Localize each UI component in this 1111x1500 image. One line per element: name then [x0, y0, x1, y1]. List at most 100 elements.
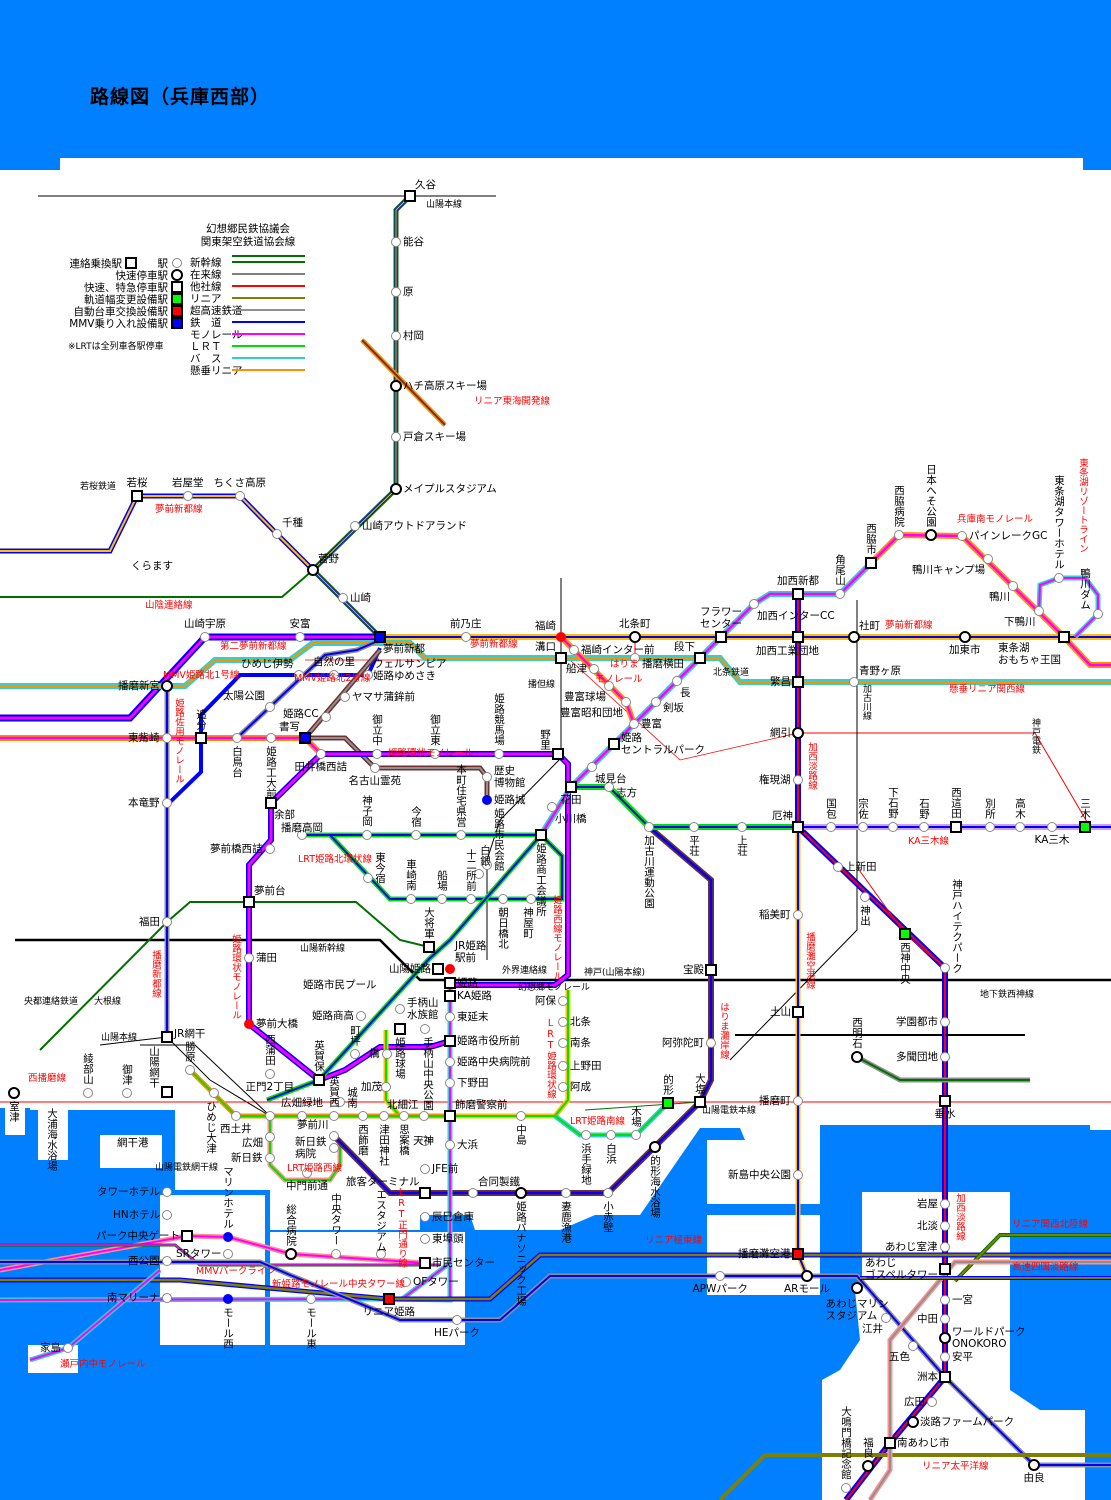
station-marker-group[interactable] — [243, 896, 255, 908]
station-marker-group[interactable] — [881, 1313, 891, 1323]
station-marker-group[interactable] — [420, 1212, 430, 1222]
station-marker-group[interactable] — [706, 1038, 716, 1048]
station-marker-group[interactable] — [162, 917, 172, 927]
station-marker-group[interactable] — [865, 557, 877, 569]
station-marker-group[interactable] — [792, 727, 804, 739]
station-marker-group[interactable] — [950, 821, 962, 833]
station-marker-group[interactable] — [394, 1023, 406, 1035]
station-marker-group[interactable] — [631, 1130, 641, 1140]
station-marker-group[interactable] — [927, 1397, 937, 1407]
station-marker-group[interactable] — [940, 1017, 950, 1027]
station-marker-group[interactable] — [792, 588, 804, 600]
station-marker-group[interactable] — [432, 963, 444, 975]
station-marker-group[interactable] — [792, 1248, 804, 1260]
station-marker-group[interactable] — [295, 632, 305, 642]
station-marker-group[interactable] — [406, 894, 416, 904]
station-marker-group[interactable] — [565, 781, 577, 793]
station-marker-group[interactable] — [589, 664, 599, 674]
station-marker-group[interactable] — [161, 680, 173, 692]
station-marker-group[interactable] — [939, 1332, 951, 1344]
station-marker-group[interactable] — [376, 1249, 386, 1259]
station-marker-group[interactable] — [329, 1111, 339, 1121]
station-marker-group[interactable] — [608, 738, 620, 750]
station-marker-group[interactable] — [162, 1187, 172, 1197]
station-marker-group[interactable] — [350, 521, 360, 531]
station-marker-group[interactable] — [285, 1248, 297, 1260]
station-marker-group[interactable] — [793, 910, 803, 920]
station-marker-group[interactable] — [329, 670, 339, 680]
station-marker-group[interactable] — [939, 1371, 951, 1383]
station-marker-group[interactable] — [195, 732, 207, 744]
station-marker-group[interactable] — [122, 1088, 132, 1098]
station-marker-group[interactable] — [420, 1234, 430, 1244]
station-marker-group[interactable] — [419, 1257, 431, 1269]
station-marker-group[interactable] — [372, 749, 382, 759]
station-marker-group[interactable] — [547, 802, 557, 812]
station-marker-group[interactable] — [939, 1263, 951, 1275]
station-marker-group[interactable] — [391, 287, 401, 297]
station-marker-group[interactable] — [244, 953, 254, 963]
station-marker-group[interactable] — [907, 1416, 919, 1428]
station-marker-group[interactable] — [162, 733, 172, 743]
station-marker-group[interactable] — [515, 1187, 527, 1199]
station-marker-group[interactable] — [482, 795, 492, 805]
station-marker-group[interactable] — [737, 822, 747, 832]
station-marker-group[interactable] — [200, 632, 210, 642]
station-marker-group[interactable] — [925, 529, 937, 541]
station-marker-group[interactable] — [265, 1111, 275, 1121]
station-marker-group[interactable] — [374, 631, 386, 643]
station-marker-group[interactable] — [983, 554, 993, 564]
station-marker-group[interactable] — [307, 564, 319, 576]
station-marker-group[interactable] — [466, 894, 476, 904]
station-marker-group[interactable] — [223, 1232, 233, 1242]
station-marker-group[interactable] — [162, 798, 172, 808]
station-marker-group[interactable] — [419, 1187, 431, 1199]
station-marker-group[interactable] — [302, 1168, 312, 1178]
station-marker-group[interactable] — [644, 822, 654, 832]
station-marker-group[interactable] — [848, 631, 860, 643]
station-marker-group[interactable] — [461, 632, 471, 642]
station-marker-group[interactable] — [494, 749, 504, 759]
station-marker-group[interactable] — [316, 749, 326, 759]
station-marker-group[interactable] — [792, 631, 804, 643]
station-marker-group[interactable] — [841, 1483, 851, 1493]
station-marker-group[interactable] — [939, 1095, 951, 1107]
station-marker-group[interactable] — [390, 380, 402, 392]
station-marker-group[interactable] — [526, 894, 536, 904]
station-marker-group[interactable] — [468, 1188, 478, 1198]
station-marker-group[interactable] — [552, 748, 564, 760]
station-marker-group[interactable] — [161, 1086, 173, 1098]
station-marker-group[interactable] — [363, 873, 373, 883]
station-marker-group[interactable] — [331, 1249, 341, 1259]
station-marker-group[interactable] — [444, 977, 456, 989]
station-marker-group[interactable] — [940, 1352, 950, 1362]
station-marker-group[interactable] — [851, 1051, 863, 1063]
station-marker-group[interactable] — [558, 1017, 568, 1027]
station-marker-group[interactable] — [370, 763, 380, 773]
station-marker-group[interactable] — [651, 697, 661, 707]
station-marker-group[interactable] — [833, 862, 843, 872]
station-marker-group[interactable] — [272, 529, 282, 539]
station-marker-group[interactable] — [445, 1140, 455, 1150]
station-marker-group[interactable] — [391, 432, 401, 442]
station-marker-group[interactable] — [265, 1132, 275, 1142]
station-marker-group[interactable] — [399, 1111, 409, 1121]
station-marker-group[interactable] — [801, 1270, 813, 1282]
station-marker-group[interactable] — [959, 631, 971, 643]
station-marker-group[interactable] — [299, 732, 311, 744]
station-marker-group[interactable] — [662, 1097, 674, 1109]
station-marker-group[interactable] — [265, 702, 275, 712]
station-marker-group[interactable] — [437, 894, 447, 904]
station-marker-group[interactable] — [629, 631, 641, 643]
station-marker-group[interactable] — [715, 631, 727, 643]
station-marker-group[interactable] — [604, 681, 614, 691]
station-marker-group[interactable] — [265, 797, 277, 809]
station-marker-group[interactable] — [294, 670, 304, 680]
station-marker-group[interactable] — [321, 712, 331, 722]
station-marker-group[interactable] — [265, 1069, 275, 1079]
station-marker-group[interactable] — [63, 1343, 73, 1353]
station-marker-group[interactable] — [1015, 822, 1025, 832]
station-marker-group[interactable] — [940, 1052, 950, 1062]
station-marker-group[interactable] — [649, 1141, 661, 1153]
station-marker-group[interactable] — [1058, 631, 1070, 643]
